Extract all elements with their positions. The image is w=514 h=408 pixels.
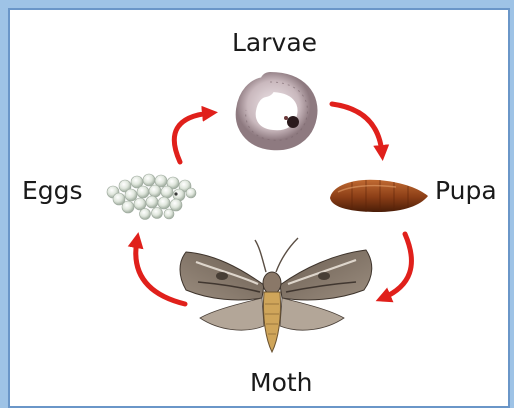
- stage-label-eggs: Eggs: [22, 178, 83, 203]
- stage-label-larvae: Larvae: [232, 30, 317, 55]
- eggs-image: [107, 174, 196, 220]
- arrow-larvae-to-pupa: [332, 104, 382, 153]
- arrow-eggs-to-larvae: [174, 113, 210, 162]
- pupa-image: [330, 180, 428, 212]
- arrow-moth-to-eggs: [136, 240, 185, 304]
- moth-image: [180, 238, 372, 352]
- stage-label-pupa: Pupa: [435, 178, 497, 203]
- arrow-pupa-to-moth: [383, 234, 411, 298]
- stage-label-moth: Moth: [250, 370, 313, 395]
- larva-image: [246, 82, 308, 140]
